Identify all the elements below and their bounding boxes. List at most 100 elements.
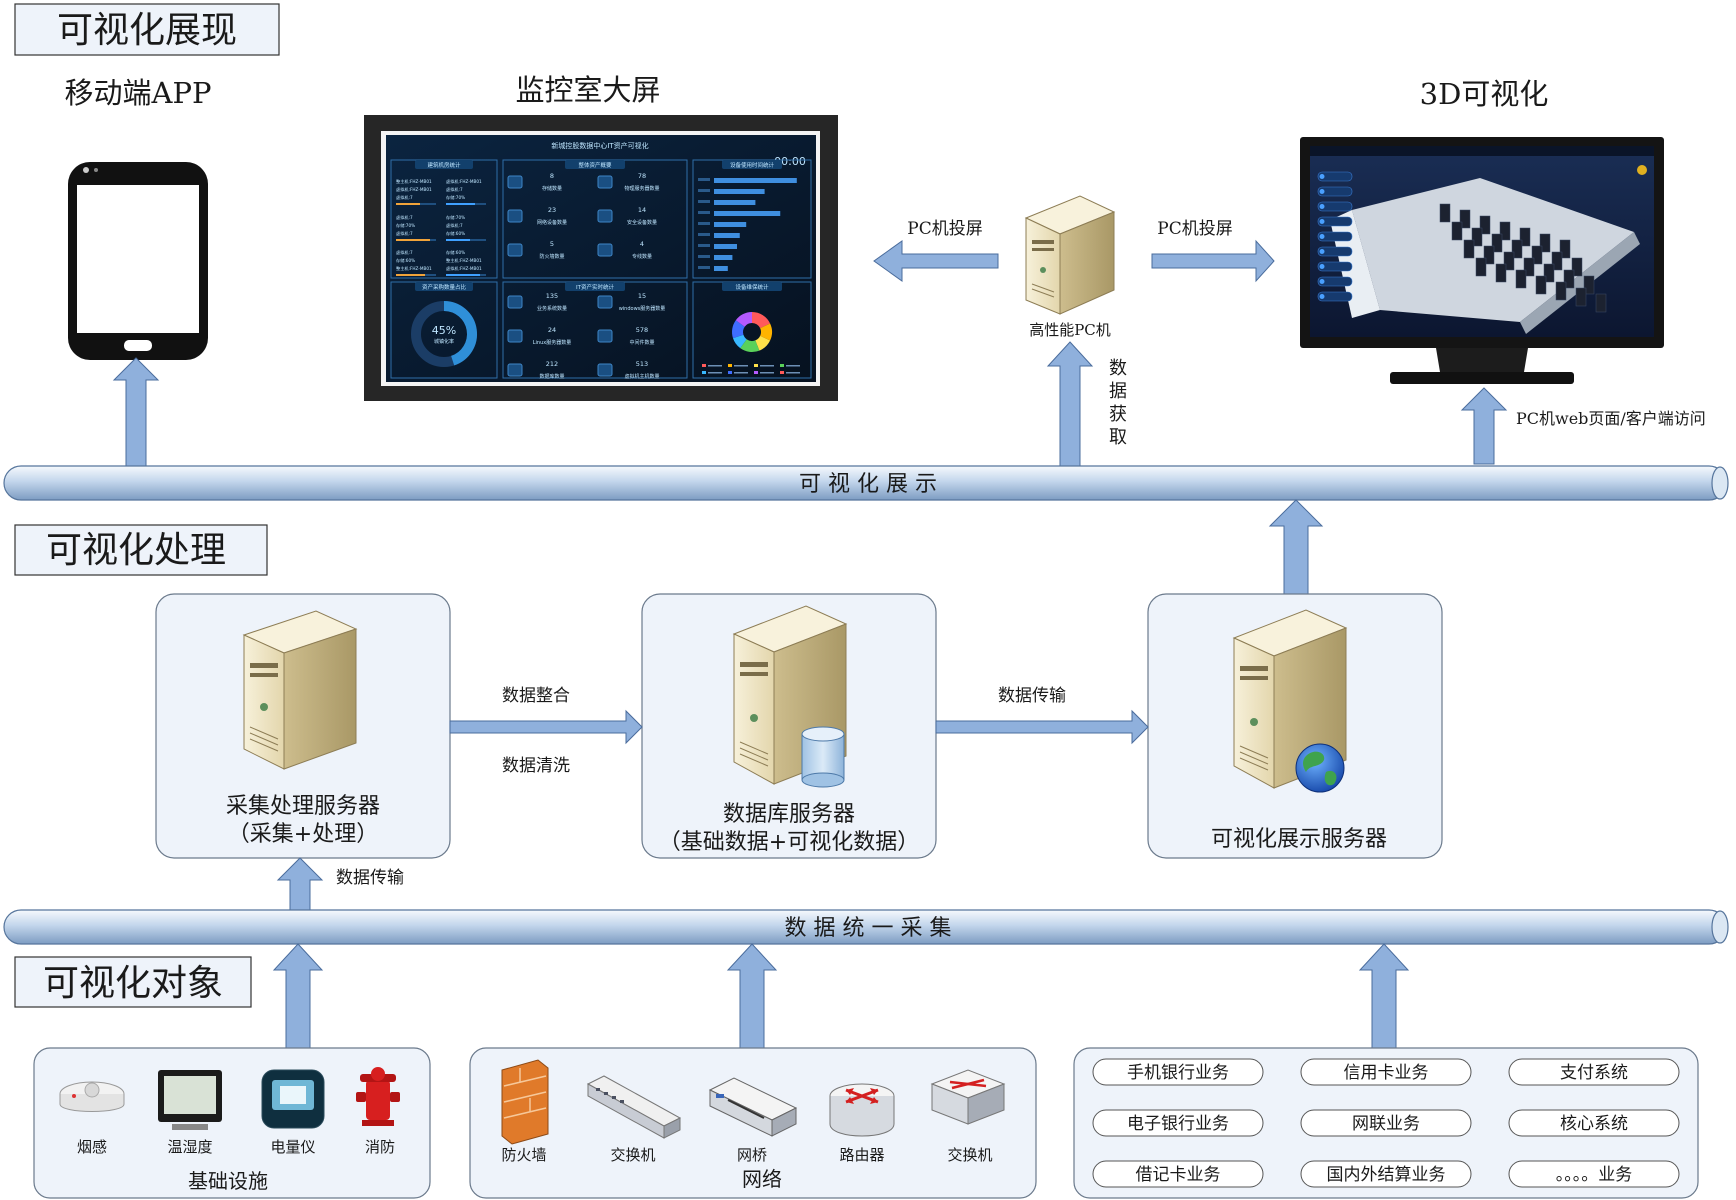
infra-item-label: 烟感 xyxy=(77,1138,107,1156)
rack xyxy=(1463,239,1475,259)
hbar xyxy=(714,233,740,238)
hbar xyxy=(714,189,765,194)
hbar-label-stub xyxy=(698,266,710,269)
room-stat-line: 存储:70% xyxy=(446,214,465,221)
rack xyxy=(1511,239,1523,259)
pie-slice xyxy=(760,323,773,341)
big-screen-label: 监控室大屏 xyxy=(515,73,660,107)
rack xyxy=(1563,269,1575,289)
pie-legend-swatch xyxy=(754,364,758,367)
svg-text:设备使用时间统计: 设备使用时间统计 xyxy=(730,161,775,169)
viz-server-panel: 可视化展示服务器 xyxy=(1147,593,1443,859)
room-stat-line: 存储:70% xyxy=(396,222,415,229)
room-stat-fill xyxy=(446,203,475,205)
pie-legend-swatch xyxy=(754,371,758,374)
rack xyxy=(1515,269,1527,289)
globe-icon xyxy=(1295,743,1345,793)
business-pill-label: 支付系统 xyxy=(1560,1063,1628,1083)
pie-legend-swatch xyxy=(728,371,732,374)
hbar xyxy=(714,211,781,216)
section-title-display: 可视化展现 xyxy=(14,3,280,56)
menu-item-3d xyxy=(1317,186,1353,197)
maintenance-pie xyxy=(702,312,800,374)
tile-label: 存储数量 xyxy=(542,185,562,192)
business-pill-label: 网联业务 xyxy=(1352,1114,1420,1134)
pie-legend-text xyxy=(734,372,748,374)
rack xyxy=(1491,233,1503,253)
pie-slice xyxy=(735,312,752,327)
tile-label: 物理服务器数量 xyxy=(624,185,659,192)
hbar xyxy=(714,266,728,271)
pie-slice xyxy=(755,335,771,351)
viz-3d-monitor xyxy=(1300,137,1664,384)
svg-text:（采集+处理）: （采集+处理） xyxy=(228,822,378,847)
tile-value: 23 xyxy=(548,206,556,214)
monitoring-big-screen: 新城控股数据中心IT资产可视化 00:00 建筑机房统计 整体资产概要 设备使用… xyxy=(364,115,838,401)
pie-legend-swatch xyxy=(702,371,706,374)
pie-legend-swatch xyxy=(780,371,784,374)
network-item-label: 路由器 xyxy=(839,1146,884,1164)
flow-integrate-label: 数据整合 xyxy=(502,686,570,706)
collect-server-panel: 采集处理服务器 （采集+处理） xyxy=(155,593,451,859)
tile-icon xyxy=(597,329,613,343)
svg-text:资产采购数量占比: 资产采购数量占比 xyxy=(422,283,467,291)
network-panel: 防火墙交换机网桥路由器交换机 网络 xyxy=(469,1047,1037,1199)
svg-text:数据库服务器: 数据库服务器 xyxy=(723,802,855,827)
thermometer-hygrometer-icon xyxy=(158,1070,222,1130)
asset-summary-tiles: 8存储数量78物理服务器数量23网络设备数量14安全设备数量5防火墙数量4专线数… xyxy=(507,172,660,260)
database-cylinder-icon xyxy=(801,726,845,788)
db-server-panel: 数据库服务器 （基础数据+可视化数据） xyxy=(641,593,937,859)
room-stat-line: 存储:60% xyxy=(446,230,465,237)
room-stat-line: 存储:60% xyxy=(396,257,415,264)
pie-legend-swatch xyxy=(780,364,784,367)
tile-icon xyxy=(507,243,523,257)
pie-legend-text xyxy=(708,372,722,374)
room-stat-line: 虚拟机:7 xyxy=(396,194,413,201)
menu-item-3d xyxy=(1317,231,1353,242)
viz-server-up-arrow xyxy=(1268,499,1324,595)
infra-item-label: 电量仪 xyxy=(270,1138,315,1156)
tile-label: 专线数量 xyxy=(632,253,652,260)
svg-text:（基础数据+可视化数据）: （基础数据+可视化数据） xyxy=(659,830,919,855)
tile-icon xyxy=(507,175,523,189)
section-title-processing: 可视化处理 xyxy=(14,524,268,576)
cast-right-label: PC机投屏 xyxy=(1157,219,1232,239)
svg-text:可视化对象: 可视化对象 xyxy=(43,963,223,1004)
collect-bus: 数 据 统 一 采 集 xyxy=(3,909,1729,945)
pie-legend-text xyxy=(760,365,774,367)
section-title-objects: 可视化对象 xyxy=(14,956,252,1008)
rack xyxy=(1483,245,1495,265)
business-pill xyxy=(1092,1160,1264,1188)
tile-icon xyxy=(597,363,613,377)
svg-text:可 视 化 展 示: 可 视 化 展 示 xyxy=(799,472,937,497)
tile-icon xyxy=(597,243,613,257)
business-pill-label: 电子银行业务 xyxy=(1127,1114,1229,1134)
network-item-label: 防火墙 xyxy=(501,1146,546,1164)
tile-label: 业务系统数量 xyxy=(537,305,567,312)
business-pill-label: 。。。。业务 xyxy=(1556,1165,1633,1185)
rack xyxy=(1499,221,1511,241)
svg-text:建筑机房统计: 建筑机房统计 xyxy=(427,161,461,169)
switch-icon xyxy=(586,1075,682,1139)
tile-label: 中间件数量 xyxy=(629,339,654,346)
data-fetch-label: 数 据 获 取 xyxy=(1109,358,1127,448)
business-pill xyxy=(1092,1058,1264,1086)
mobile-up-arrow xyxy=(112,357,160,467)
tile-icon xyxy=(597,175,613,189)
room-stat-line: 虚拟机:7 xyxy=(396,230,413,237)
svg-text:网络: 网络 xyxy=(742,1167,782,1191)
mobile-phone-icon xyxy=(68,162,208,360)
rack xyxy=(1451,221,1463,241)
rack xyxy=(1543,263,1555,283)
hbar-label-stub xyxy=(698,233,710,236)
svg-text:获: 获 xyxy=(1109,404,1127,425)
room-stat-line: 虚拟机:7 xyxy=(446,186,463,193)
svg-text:数: 数 xyxy=(1109,358,1127,379)
infra-up-arrow xyxy=(272,943,324,1049)
business-pill-label: 信用卡业务 xyxy=(1344,1063,1429,1083)
tile-value: 5 xyxy=(550,240,554,248)
tile-icon xyxy=(597,209,613,223)
usage-hbar-chart xyxy=(698,178,797,271)
menu-dot-3d xyxy=(1319,294,1325,299)
tile-icon xyxy=(507,295,523,309)
